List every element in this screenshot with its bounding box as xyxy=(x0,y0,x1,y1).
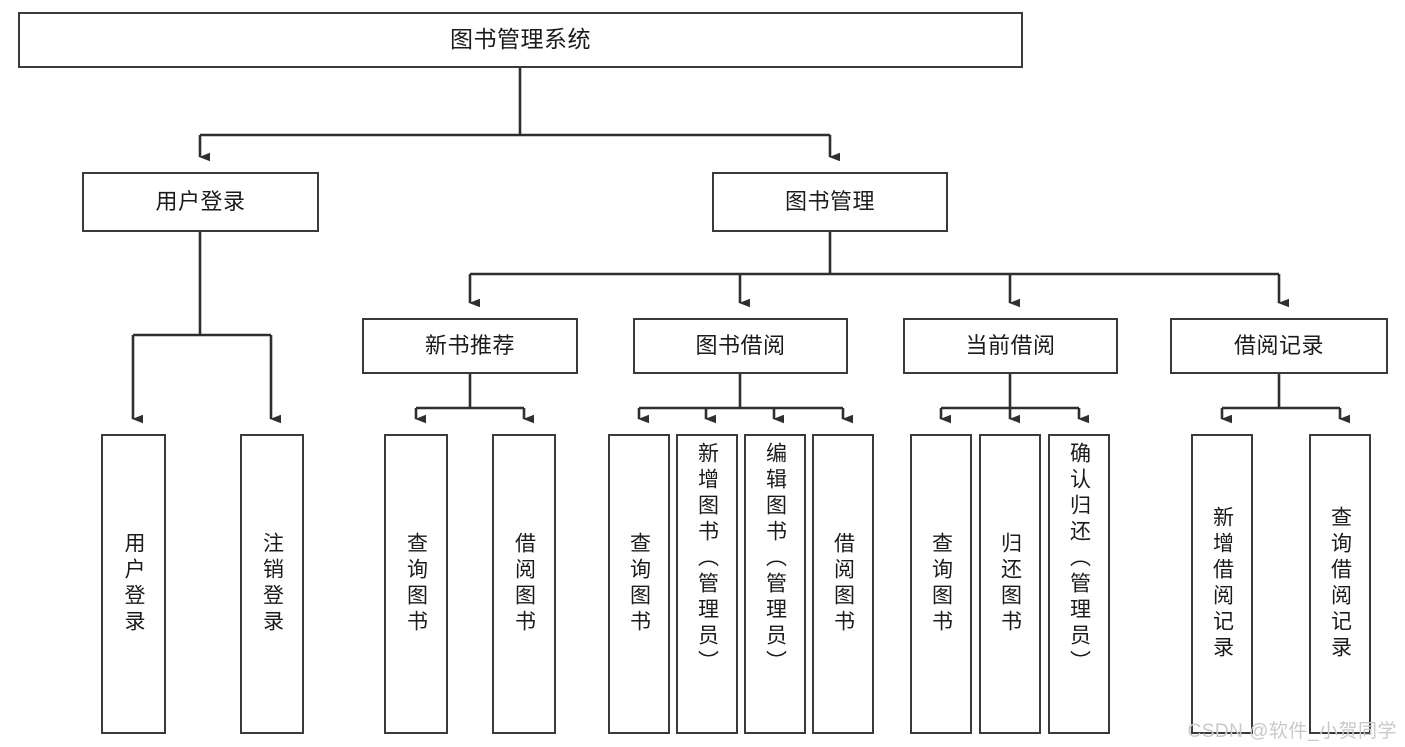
node-label: 新书推荐 xyxy=(424,333,515,359)
node-leaf-query-book-2[interactable]: 查询图书 xyxy=(608,434,670,734)
node-leaf-borrow-book-1[interactable]: 借阅图书 xyxy=(492,434,556,734)
node-leaf-user-login[interactable]: 用户登录 xyxy=(101,434,166,734)
node-leaf-query-book-3[interactable]: 查询图书 xyxy=(910,434,972,734)
node-leaf-query-book-1[interactable]: 查询图书 xyxy=(384,434,448,734)
node-label: 确认归还（管理员） xyxy=(1067,442,1091,676)
node-current-borrow[interactable]: 当前借阅 xyxy=(903,318,1118,374)
node-label: 注销登录 xyxy=(260,532,284,636)
node-label: 借阅图书 xyxy=(512,532,536,636)
node-leaf-borrow-book-2[interactable]: 借阅图书 xyxy=(812,434,874,734)
node-book-borrow[interactable]: 图书借阅 xyxy=(633,318,848,374)
node-root-system[interactable]: 图书管理系统 xyxy=(18,12,1023,68)
node-new-book-recommend[interactable]: 新书推荐 xyxy=(362,318,578,374)
node-borrow-record[interactable]: 借阅记录 xyxy=(1170,318,1388,374)
node-user-login[interactable]: 用户登录 xyxy=(82,172,319,232)
node-label: 查询图书 xyxy=(929,532,953,636)
node-label: 图书管理 xyxy=(784,189,875,215)
node-label: 编辑图书（管理员） xyxy=(763,442,787,676)
node-label: 查询借阅记录 xyxy=(1328,506,1352,662)
node-book-management[interactable]: 图书管理 xyxy=(712,172,948,232)
node-label: 图书管理系统 xyxy=(450,26,591,53)
node-leaf-add-borrow-record[interactable]: 新增借阅记录 xyxy=(1191,434,1253,734)
node-label: 图书借阅 xyxy=(695,333,786,359)
node-leaf-logout[interactable]: 注销登录 xyxy=(240,434,304,734)
node-label: 用户登录 xyxy=(155,189,246,215)
node-label: 查询图书 xyxy=(627,532,651,636)
node-label: 新增借阅记录 xyxy=(1210,506,1234,662)
node-leaf-edit-book-admin[interactable]: 编辑图书（管理员） xyxy=(744,434,806,734)
node-leaf-add-book-admin[interactable]: 新增图书（管理员） xyxy=(676,434,738,734)
node-label: 查询图书 xyxy=(404,532,428,636)
node-label: 借阅图书 xyxy=(831,532,855,636)
node-label: 归还图书 xyxy=(998,532,1022,636)
node-leaf-return-book[interactable]: 归还图书 xyxy=(979,434,1041,734)
node-label: 用户登录 xyxy=(122,532,145,636)
node-leaf-query-borrow-record[interactable]: 查询借阅记录 xyxy=(1309,434,1371,734)
node-label: 新增图书（管理员） xyxy=(695,442,719,676)
node-leaf-confirm-return-admin[interactable]: 确认归还（管理员） xyxy=(1048,434,1110,734)
node-label: 当前借阅 xyxy=(965,333,1056,359)
watermark-text: CSDN @软件_小贺同学 xyxy=(1187,721,1397,742)
node-label: 借阅记录 xyxy=(1233,333,1324,359)
